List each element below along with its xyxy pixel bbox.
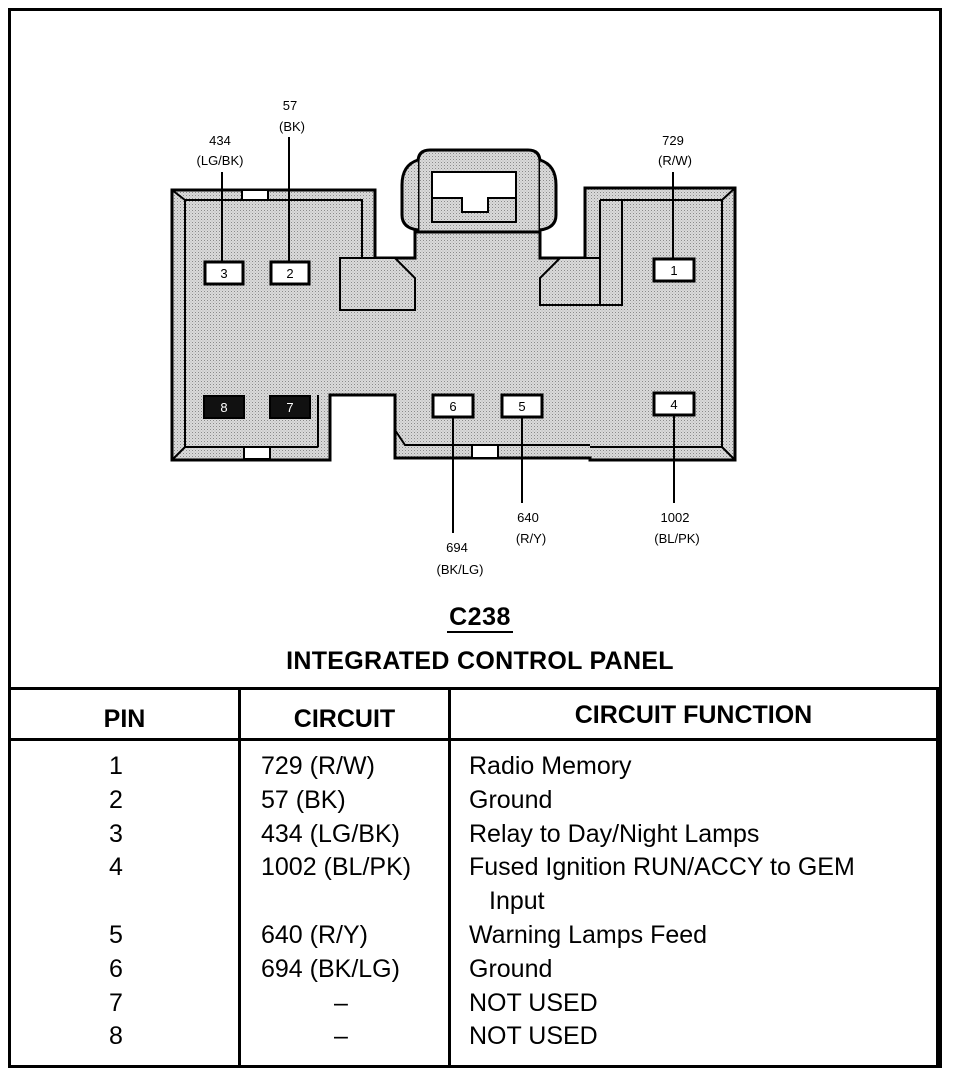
pin-number-6: 6 bbox=[449, 399, 456, 414]
row-pin: 4 bbox=[109, 853, 123, 882]
row-circuit: 729 (R/W) bbox=[261, 752, 375, 780]
housing-tab-bottom-mid bbox=[471, 444, 499, 459]
table-row: 8 – NOT USED bbox=[11, 1020, 939, 1054]
connector-id: C238 bbox=[0, 603, 960, 633]
pin2-color-label: (BK) bbox=[279, 119, 305, 134]
row-circuit: 434 (LG/BK) bbox=[261, 819, 400, 848]
pin-number-4: 4 bbox=[670, 397, 677, 412]
row-function-continued: Input bbox=[489, 887, 545, 916]
table-row: 6 694 (BK/LG) Ground bbox=[11, 953, 939, 987]
table-row: 2 57 (BK) Ground bbox=[11, 784, 939, 818]
pin-leaders bbox=[221, 137, 675, 533]
pin-cavities: 3 2 1 8 7 6 5 4 bbox=[203, 257, 696, 419]
connector-id-text: C238 bbox=[447, 603, 513, 633]
latch-inner bbox=[431, 197, 517, 223]
row-pin: 8 bbox=[109, 1022, 123, 1051]
pin-cavity-7: 7 bbox=[269, 395, 311, 419]
row-circuit: 640 (R/Y) bbox=[261, 920, 368, 949]
row-pin: 6 bbox=[109, 954, 123, 983]
row-pin: 7 bbox=[109, 988, 123, 1017]
table-header-divider bbox=[11, 738, 939, 741]
pin2-circuit-label: 57 bbox=[283, 98, 297, 113]
connector-diagram: 3 2 1 8 7 6 5 4 434 bbox=[170, 98, 737, 577]
table-body: 1 729 (R/W) Radio Memory 2 57 (BK) Groun… bbox=[11, 750, 939, 1054]
pin-cavity-2: 2 bbox=[269, 260, 311, 286]
latch-side-left bbox=[400, 158, 419, 232]
housing-bevel-corner-bl bbox=[171, 446, 186, 461]
pin-cavity-3: 3 bbox=[203, 260, 245, 286]
pin-cavity-1: 1 bbox=[652, 257, 696, 283]
pin6-color-label: (BK/LG) bbox=[437, 562, 484, 577]
row-function: Relay to Day/Night Lamps bbox=[469, 819, 760, 848]
header-circuit: CIRCUIT bbox=[293, 705, 396, 733]
pin-cavity-8: 8 bbox=[203, 395, 245, 419]
row-pin: 5 bbox=[109, 920, 123, 949]
pin-number-8: 8 bbox=[220, 400, 227, 415]
page-frame bbox=[8, 8, 942, 1068]
pin5-color-label: (R/Y) bbox=[516, 531, 546, 546]
pin-number-7: 7 bbox=[286, 400, 293, 415]
connector-body bbox=[170, 148, 737, 462]
row-circuit: 57 (BK) bbox=[261, 785, 346, 814]
table-col-divider-2 bbox=[448, 687, 451, 1065]
latch-side-right bbox=[539, 158, 558, 232]
pin-number-5: 5 bbox=[518, 399, 525, 414]
row-function: Ground bbox=[469, 785, 553, 814]
row-function: Radio Memory bbox=[469, 752, 632, 780]
pin6-circuit-label: 694 bbox=[446, 540, 468, 555]
row-function: Warning Lamps Feed bbox=[469, 920, 708, 949]
table-row: 1 729 (R/W) Radio Memory bbox=[11, 750, 939, 784]
row-function: Ground bbox=[469, 954, 553, 983]
pin1-color-label: (R/W) bbox=[658, 153, 692, 168]
pin3-circuit-label: 434 bbox=[209, 133, 231, 148]
row-function: NOT USED bbox=[469, 1022, 598, 1051]
row-circuit: – bbox=[334, 1022, 348, 1051]
table-row: 5 640 (R/Y) Warning Lamps Feed bbox=[11, 919, 939, 953]
table-row: 7 – NOT USED bbox=[11, 987, 939, 1021]
table-right-border bbox=[936, 687, 939, 1065]
housing-bevel-corner-br bbox=[721, 446, 736, 461]
pin4-color-label: (BL/PK) bbox=[654, 531, 700, 546]
row-function-wrapper: Fused Ignition RUN/ACCY to GEM Input bbox=[469, 851, 939, 919]
pin-number-3: 3 bbox=[220, 266, 227, 281]
header-circuit-function: CIRCUIT FUNCTION bbox=[574, 701, 813, 729]
row-circuit: – bbox=[334, 988, 348, 1017]
pin-number-2: 2 bbox=[286, 266, 293, 281]
pin-cavity-4: 4 bbox=[652, 391, 696, 417]
table-top-border bbox=[11, 687, 939, 690]
housing-inner-block-right bbox=[539, 257, 601, 306]
housing-bevel-corner-tl bbox=[171, 189, 186, 201]
row-pin: 3 bbox=[109, 819, 123, 848]
housing-tab-left bbox=[241, 189, 269, 201]
housing-tab-bottom-left bbox=[243, 446, 271, 460]
pin-number-1: 1 bbox=[670, 263, 677, 278]
header-pin: PIN bbox=[103, 705, 146, 733]
table-row: 3 434 (LG/BK) Relay to Day/Night Lamps bbox=[11, 818, 939, 852]
housing-bevel-right-inner bbox=[599, 200, 623, 306]
housing-bevel-notch-right bbox=[394, 429, 590, 446]
pin4-circuit-label: 1002 bbox=[661, 510, 690, 525]
pin-cavity-5: 5 bbox=[500, 393, 544, 419]
connector-name: INTEGRATED CONTROL PANEL bbox=[286, 647, 674, 675]
row-function: Fused Ignition RUN/ACCY to GEM bbox=[469, 853, 855, 882]
row-function: NOT USED bbox=[469, 988, 598, 1017]
row-circuit: 1002 (BL/PK) bbox=[261, 853, 412, 882]
pin3-color-label: (LG/BK) bbox=[197, 153, 244, 168]
table-row: 4 1002 (BL/PK) Fused Ignition RUN/ACCY t… bbox=[11, 851, 939, 919]
pin5-circuit-label: 640 bbox=[517, 510, 539, 525]
housing-bevel-corner-tr bbox=[721, 187, 736, 201]
row-pin: 1 bbox=[109, 752, 123, 780]
pin-cavity-6: 6 bbox=[431, 393, 475, 419]
table-col-divider-1 bbox=[238, 687, 241, 1065]
row-circuit: 694 (BK/LG) bbox=[261, 954, 400, 983]
pin-table: PIN CIRCUIT CIRCUIT FUNCTION 1 729 (R/W)… bbox=[11, 687, 939, 1065]
housing-inner-block-left bbox=[339, 257, 416, 311]
pin-labels: 434 (LG/BK) 57 (BK) 729 (R/W) 694 (BK/LG… bbox=[197, 98, 700, 577]
row-pin: 2 bbox=[109, 785, 123, 814]
pin1-circuit-label: 729 bbox=[662, 133, 684, 148]
